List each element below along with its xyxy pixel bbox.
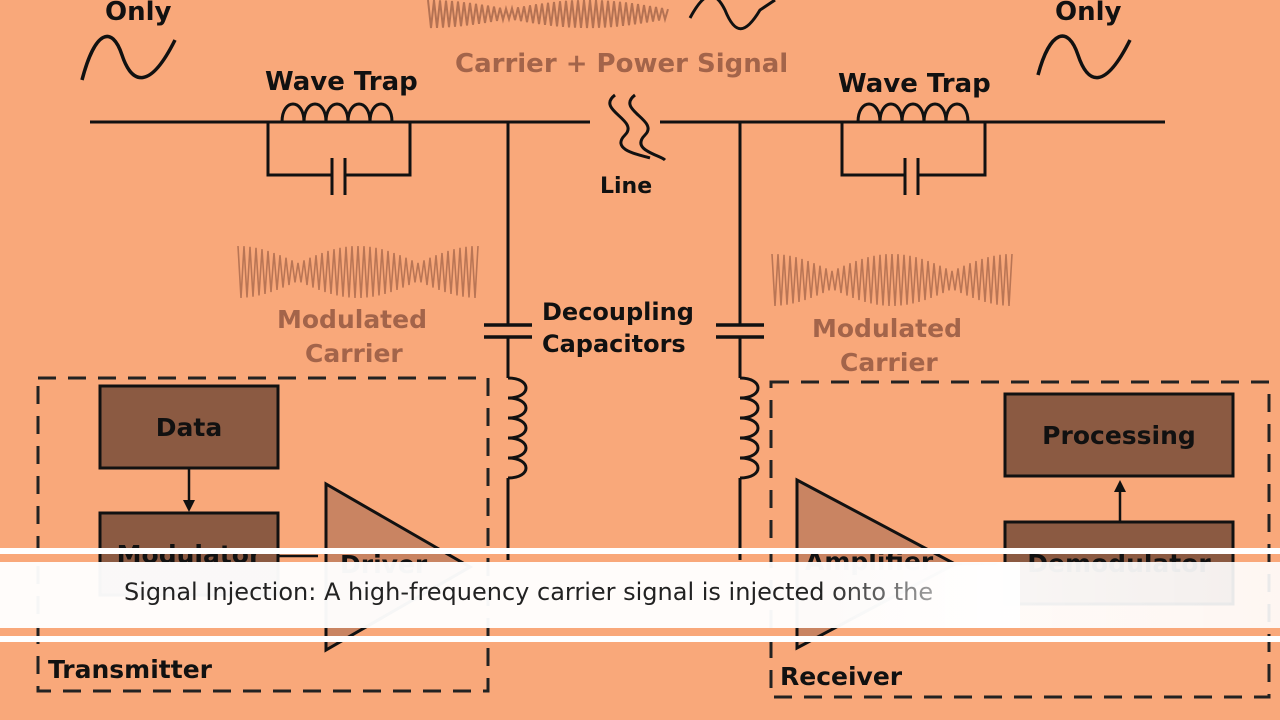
sine-wave-right-icon: [1036, 34, 1132, 80]
decoupling-label-1: Decoupling: [542, 298, 694, 326]
wave-trap-right-loop: [840, 122, 987, 177]
receiver-group-box: [769, 380, 1271, 699]
subtitle-bar: Signal Injection: A high-frequency carri…: [0, 548, 1280, 642]
drop-right-inductor: [739, 376, 760, 480]
decoupling-label-2: Capacitors: [542, 330, 686, 358]
carrier-power-label: Carrier + Power Signal: [455, 49, 788, 79]
data-to-modulator-arrowhead: [183, 500, 195, 512]
line-break-icon-2: [628, 93, 667, 162]
modulated-carrier-right-wave: [771, 253, 1013, 306]
sine-wave-left-icon: [80, 34, 177, 81]
line-label: Line: [600, 174, 652, 199]
processing-block: [1003, 392, 1235, 478]
modulated-right-label-2: Carrier: [840, 348, 938, 377]
transmitter-label: Transmitter: [48, 655, 213, 684]
subtitle-fade: [820, 562, 1020, 628]
only-label-right: Only: [1055, 0, 1122, 27]
modulated-left-label-2: Carrier: [305, 339, 403, 368]
wave-trap-left-label: Wave Trap: [265, 67, 418, 97]
modulated-carrier-left-wave: [237, 245, 479, 298]
demod-to-processing-arrowhead: [1114, 480, 1126, 492]
wave-trap-left-loop: [266, 122, 412, 177]
processing-block-label: Processing: [1042, 421, 1196, 450]
modulated-right-label-1: Modulated: [812, 314, 962, 343]
wave-trap-left-inductor: [280, 102, 394, 123]
top-carrier-wave: [427, 0, 669, 29]
subtitle-background: Signal Injection: A high-frequency carri…: [0, 562, 1280, 628]
receiver-label: Receiver: [780, 662, 903, 691]
only-label-left: Only: [105, 0, 172, 27]
transmitter-group-box: [36, 376, 490, 693]
wave-trap-right-label: Wave Trap: [838, 69, 991, 99]
top-sine-wave: [688, 0, 776, 31]
drop-left-inductor: [507, 376, 528, 480]
line-break-icon: [608, 93, 651, 160]
subtitle-text: Signal Injection: A high-frequency carri…: [124, 578, 934, 606]
data-block-label: Data: [156, 413, 222, 442]
modulated-left-label-1: Modulated: [277, 305, 427, 334]
wave-trap-right-inductor: [856, 102, 970, 123]
